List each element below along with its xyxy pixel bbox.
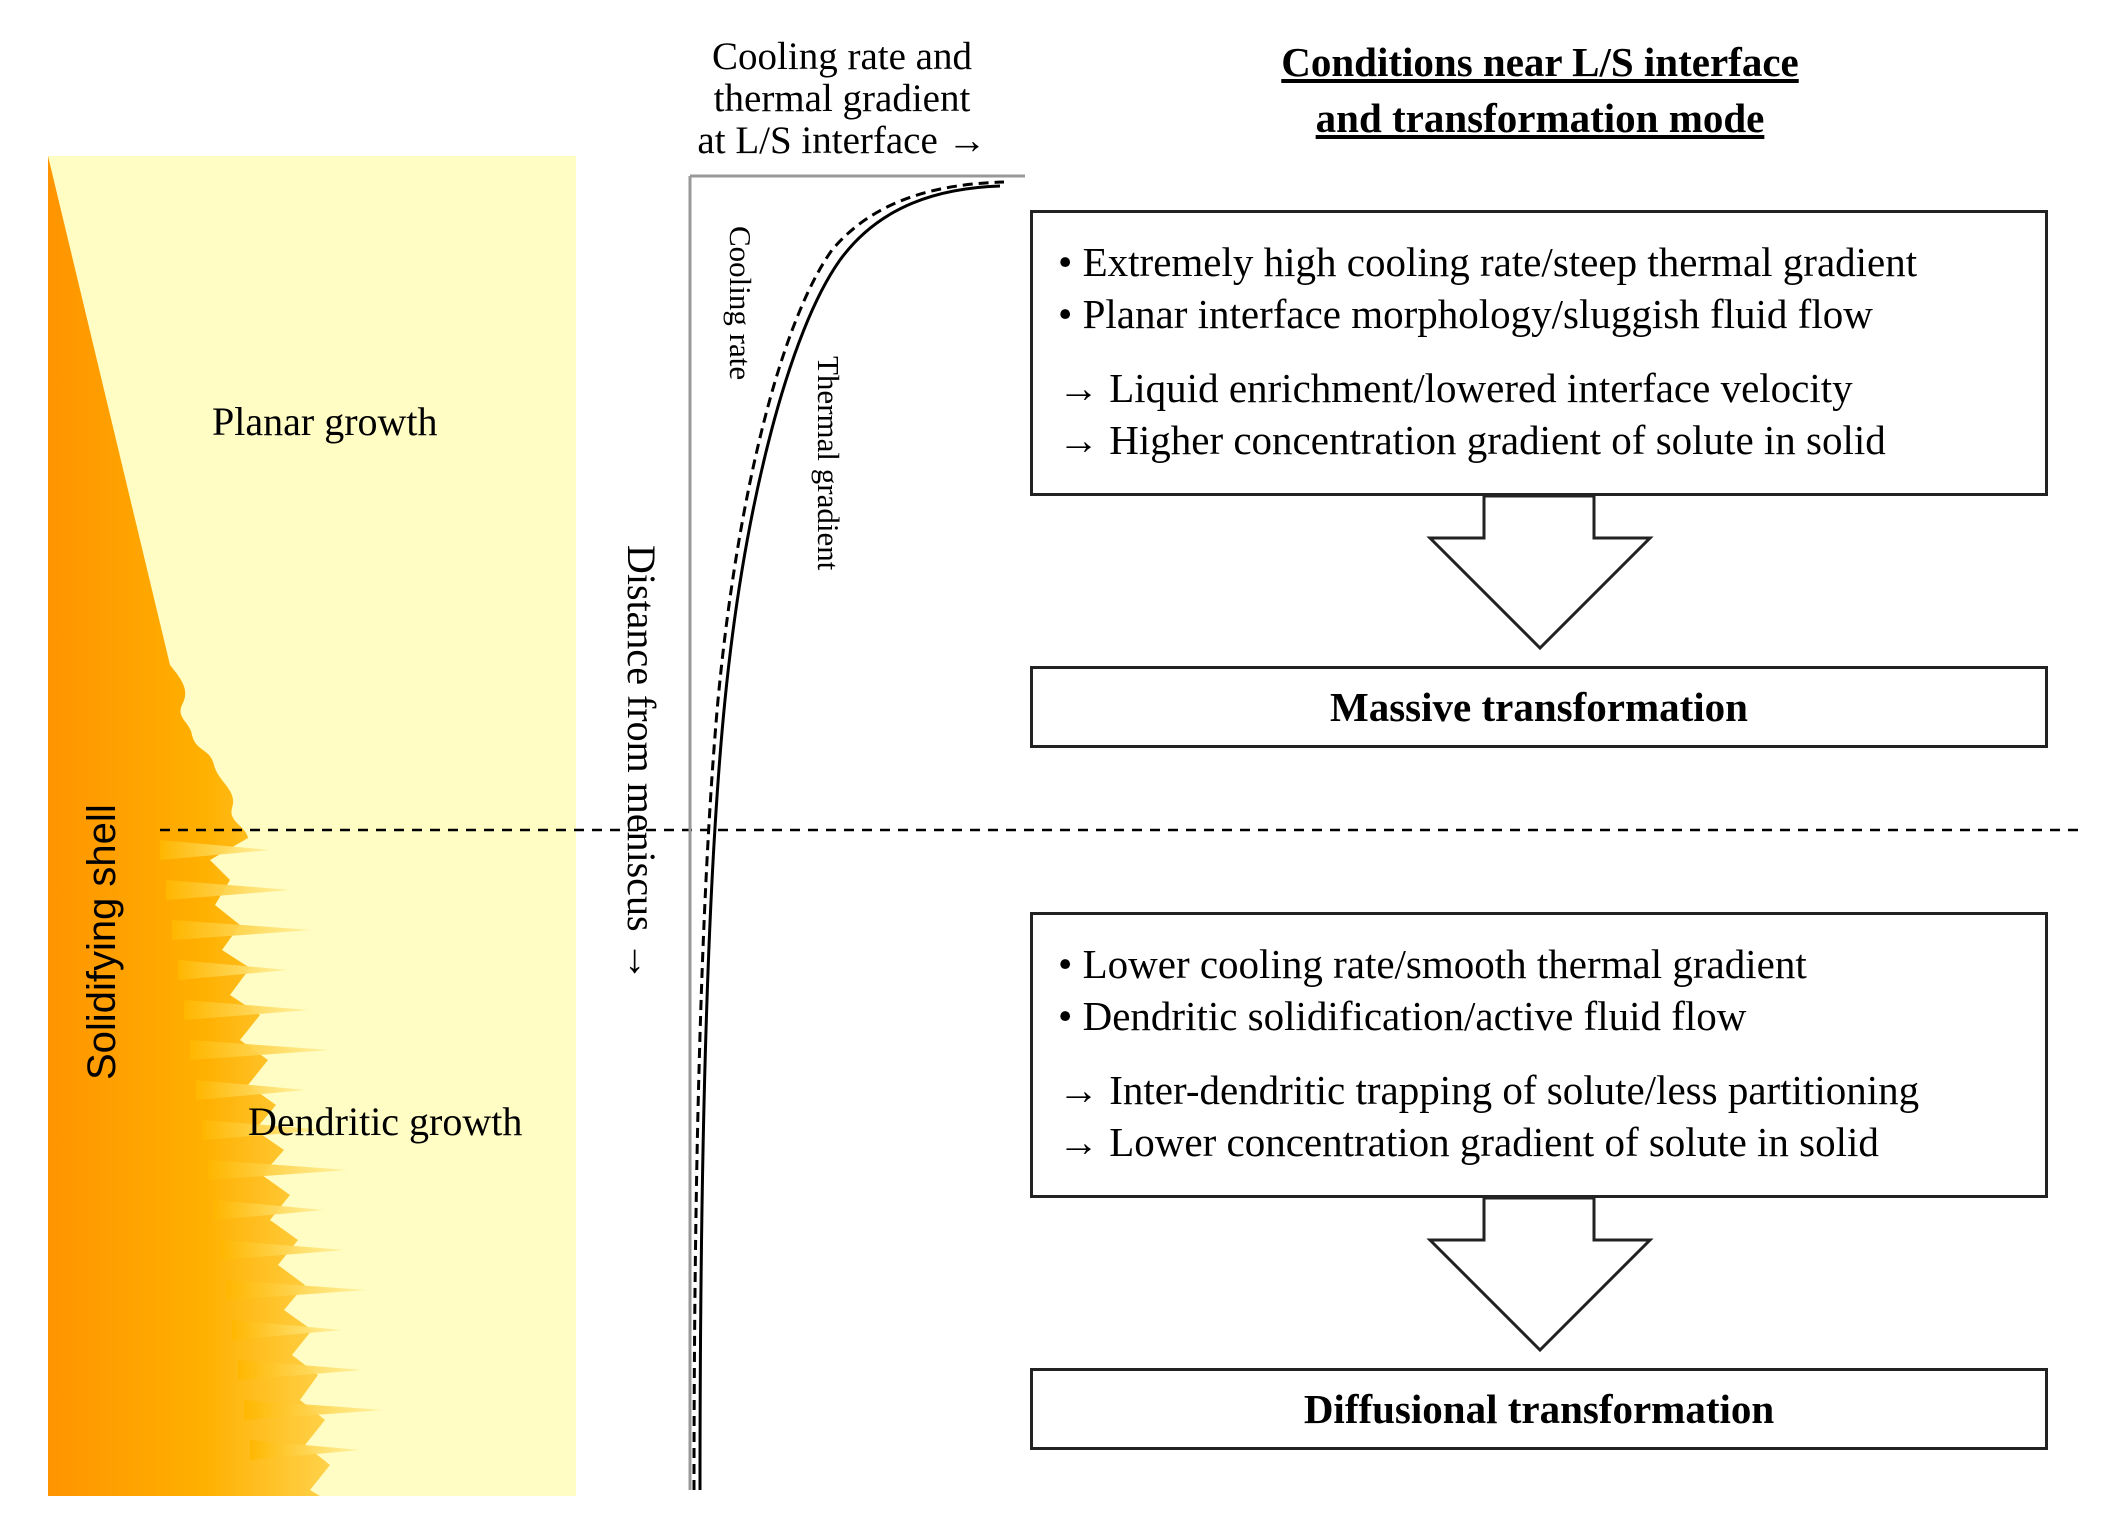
dendrite-arm bbox=[226, 1280, 366, 1300]
dendrite-arm bbox=[190, 1040, 330, 1060]
diffusional-transformation-box: Diffusional transformation bbox=[1030, 1368, 2048, 1450]
dendrite-arm bbox=[238, 1360, 363, 1380]
heading-line-1: Conditions near L/S interface bbox=[1281, 39, 1799, 85]
upper-arrow-2: → Higher concentration gradient of solut… bbox=[1058, 417, 1886, 463]
thermal-gradient-curve-label: Thermal gradient bbox=[811, 356, 846, 571]
solidifying-shell-label: Solidifying shell bbox=[80, 804, 124, 1080]
cooling-thermal-axis-label: Cooling rate and thermal gradient at L/S… bbox=[672, 36, 1012, 162]
lower-conditions-text: • Lower cooling rate/smooth thermal grad… bbox=[1058, 940, 1919, 1170]
axis-label-line-1: Cooling rate and bbox=[712, 35, 972, 78]
lower-conditions-box bbox=[1030, 912, 2048, 1198]
dendrite-arm bbox=[184, 1000, 309, 1020]
dendrite-arm bbox=[196, 1080, 306, 1100]
dendrite-arms bbox=[160, 840, 384, 1460]
upper-down-arrow bbox=[1426, 494, 1654, 651]
cooling-rate-curve bbox=[692, 180, 1005, 1491]
distance-from-meniscus-label: Distance from meniscus → bbox=[619, 545, 664, 982]
dendrite-arm bbox=[160, 840, 270, 860]
lower-arrow-2: → Lower concentration gradient of solute… bbox=[1058, 1119, 1879, 1165]
dendrite-arm bbox=[172, 920, 312, 940]
thermal-gradient-curve bbox=[698, 184, 1001, 1491]
dendrite-arm bbox=[208, 1160, 348, 1180]
dendrite-arm bbox=[220, 1240, 345, 1260]
lower-down-arrow bbox=[1426, 1196, 1654, 1353]
upper-bullet-2: • Planar interface morphology/sluggish f… bbox=[1058, 291, 1873, 337]
heading-line-2: and transformation mode bbox=[1315, 95, 1765, 141]
upper-bullet-1: • Extremely high cooling rate/steep ther… bbox=[1058, 239, 1918, 285]
planar-growth-label: Planar growth bbox=[212, 399, 438, 444]
axis-label-line-2: thermal gradient bbox=[713, 77, 971, 120]
cooling-rate-curve-label: Cooling rate bbox=[723, 226, 758, 381]
dendrite-arm bbox=[166, 880, 291, 900]
lower-bullet-1: • Lower cooling rate/smooth thermal grad… bbox=[1058, 941, 1807, 987]
dendrite-arm bbox=[232, 1320, 342, 1340]
dendrite-arm bbox=[244, 1400, 384, 1420]
lower-arrow-1: → Inter-dendritic trapping of solute/les… bbox=[1058, 1067, 1920, 1113]
axis-label-line-3: at L/S interface → bbox=[697, 119, 987, 162]
upper-conditions-box bbox=[1030, 210, 2048, 496]
upper-arrow-1: → Liquid enrichment/lowered interface ve… bbox=[1058, 365, 1853, 411]
dendritic-growth-label: Dendritic growth bbox=[248, 1099, 523, 1144]
lower-bullet-2: • Dendritic solidification/active fluid … bbox=[1058, 993, 1747, 1039]
dendrite-arm bbox=[178, 960, 288, 980]
dendrite-arm bbox=[250, 1440, 360, 1460]
massive-transformation-box: Massive transformation bbox=[1030, 666, 2048, 748]
conditions-heading: Conditions near L/S interface and transf… bbox=[1190, 34, 1890, 146]
solid-shell bbox=[48, 156, 330, 1496]
dendrite-arm bbox=[202, 1120, 327, 1140]
upper-conditions-text: • Extremely high cooling rate/steep ther… bbox=[1058, 238, 1917, 468]
dendrite-arm bbox=[214, 1200, 324, 1220]
